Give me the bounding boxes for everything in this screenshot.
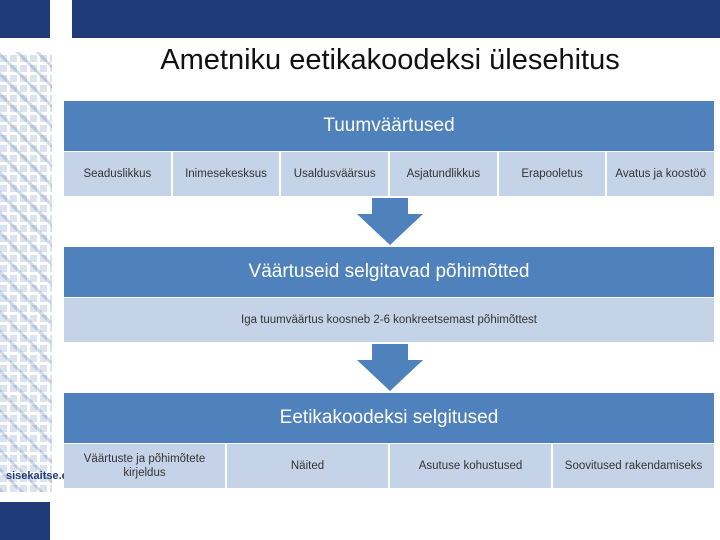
tier1-values-row: Seaduslikkus Inimesekesksus Usaldusväärs… [64, 152, 715, 196]
tier2-description: Iga tuumväärtus koosneb 2-6 konkreetsema… [64, 298, 714, 342]
tier1-cell: Seaduslikkus [64, 152, 171, 196]
header-bar-left [0, 0, 50, 38]
tier1-cell: Asjatundlikkus [390, 152, 497, 196]
footer-bar-left [0, 502, 50, 540]
tier1-cell: Usaldusväärsus [281, 152, 389, 196]
down-arrow-icon [357, 344, 423, 391]
slide-title: Ametniku eetikakoodeksi ülesehitus [160, 44, 620, 76]
tier1-cell: Erapooletus [498, 152, 606, 196]
brand-label: sisekaitse.ee [6, 470, 64, 482]
tier3-cell: Väärtuste ja põhimõtete kirjeldus [64, 444, 225, 488]
tier3-explanations-row: Väärtuste ja põhimõtete kirjeldus Näited… [64, 444, 714, 488]
tier3-cell: Soovitused rakendamiseks [553, 444, 714, 488]
down-arrow-icon [357, 198, 423, 245]
decorative-pattern [0, 52, 52, 492]
tier2-header: Väärtuseid selgitavad põhimõtted [64, 247, 714, 297]
tier3-header: Eetikakoodeksi selgitused [64, 393, 714, 443]
tier1-cell: Inimesekesksus [172, 152, 280, 196]
tier1-header: Tuumväärtused [64, 101, 714, 151]
header-bar-right [72, 0, 720, 38]
tier1-cell: Avatus ja koostöö [607, 152, 715, 196]
tier3-cell: Näited [227, 444, 388, 488]
tier3-cell: Asutuse kohustused [390, 444, 551, 488]
